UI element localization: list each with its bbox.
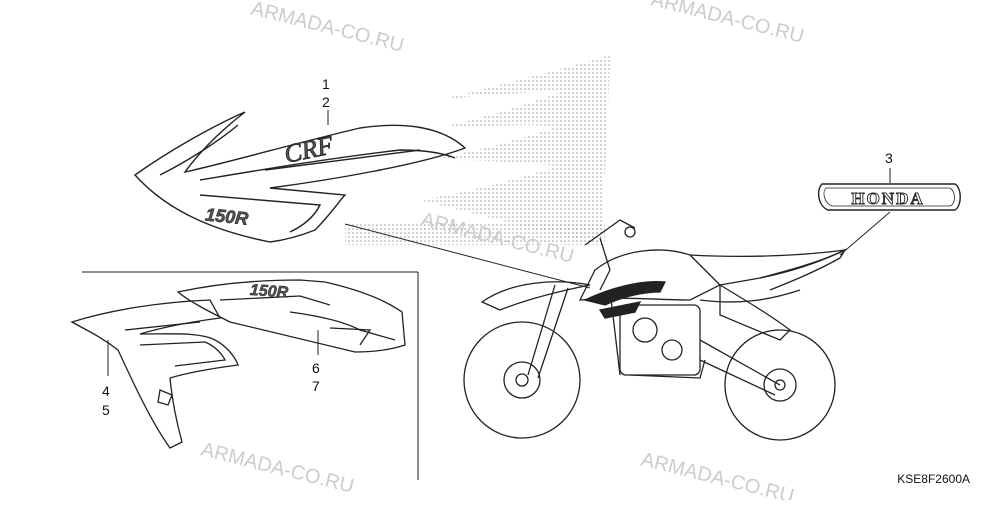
callout-4: 4 xyxy=(102,383,110,399)
scoop-decal-part-6-7: 150R xyxy=(176,279,406,353)
front-wheel xyxy=(463,321,581,439)
honda-emblem-text: HONDA xyxy=(851,189,924,208)
crf-logo-text: CRF xyxy=(282,130,337,169)
honda-emblem-part-3: HONDA xyxy=(817,183,961,211)
honda-wing-logo xyxy=(345,55,610,245)
callout-5: 5 xyxy=(102,402,110,418)
inset-box xyxy=(82,271,419,480)
rear-wheel xyxy=(724,329,836,441)
side-cover-part-4-5 xyxy=(70,299,239,449)
motorcycle-illustration xyxy=(463,219,847,441)
watermark-1: ARMADA-CO.RU xyxy=(249,0,406,57)
watermark-5: ARMADA-CO.RU xyxy=(639,449,796,500)
leader-line-shroud xyxy=(344,223,591,289)
watermark-4: ARMADA-CO.RU xyxy=(199,439,356,498)
diagram-code: KSE8F2600A xyxy=(897,472,970,486)
callout-3: 3 xyxy=(885,150,893,166)
watermark-2: ARMADA-CO.RU xyxy=(649,0,806,48)
callout-7: 7 xyxy=(312,378,320,394)
callout-1: 1 xyxy=(322,76,330,92)
callout-6: 6 xyxy=(312,360,320,376)
model-logo-text: 150R xyxy=(204,204,249,228)
leader-line-3-bike xyxy=(839,211,891,256)
scoop-model-text: 150R xyxy=(249,282,289,302)
callout-2: 2 xyxy=(322,94,330,110)
